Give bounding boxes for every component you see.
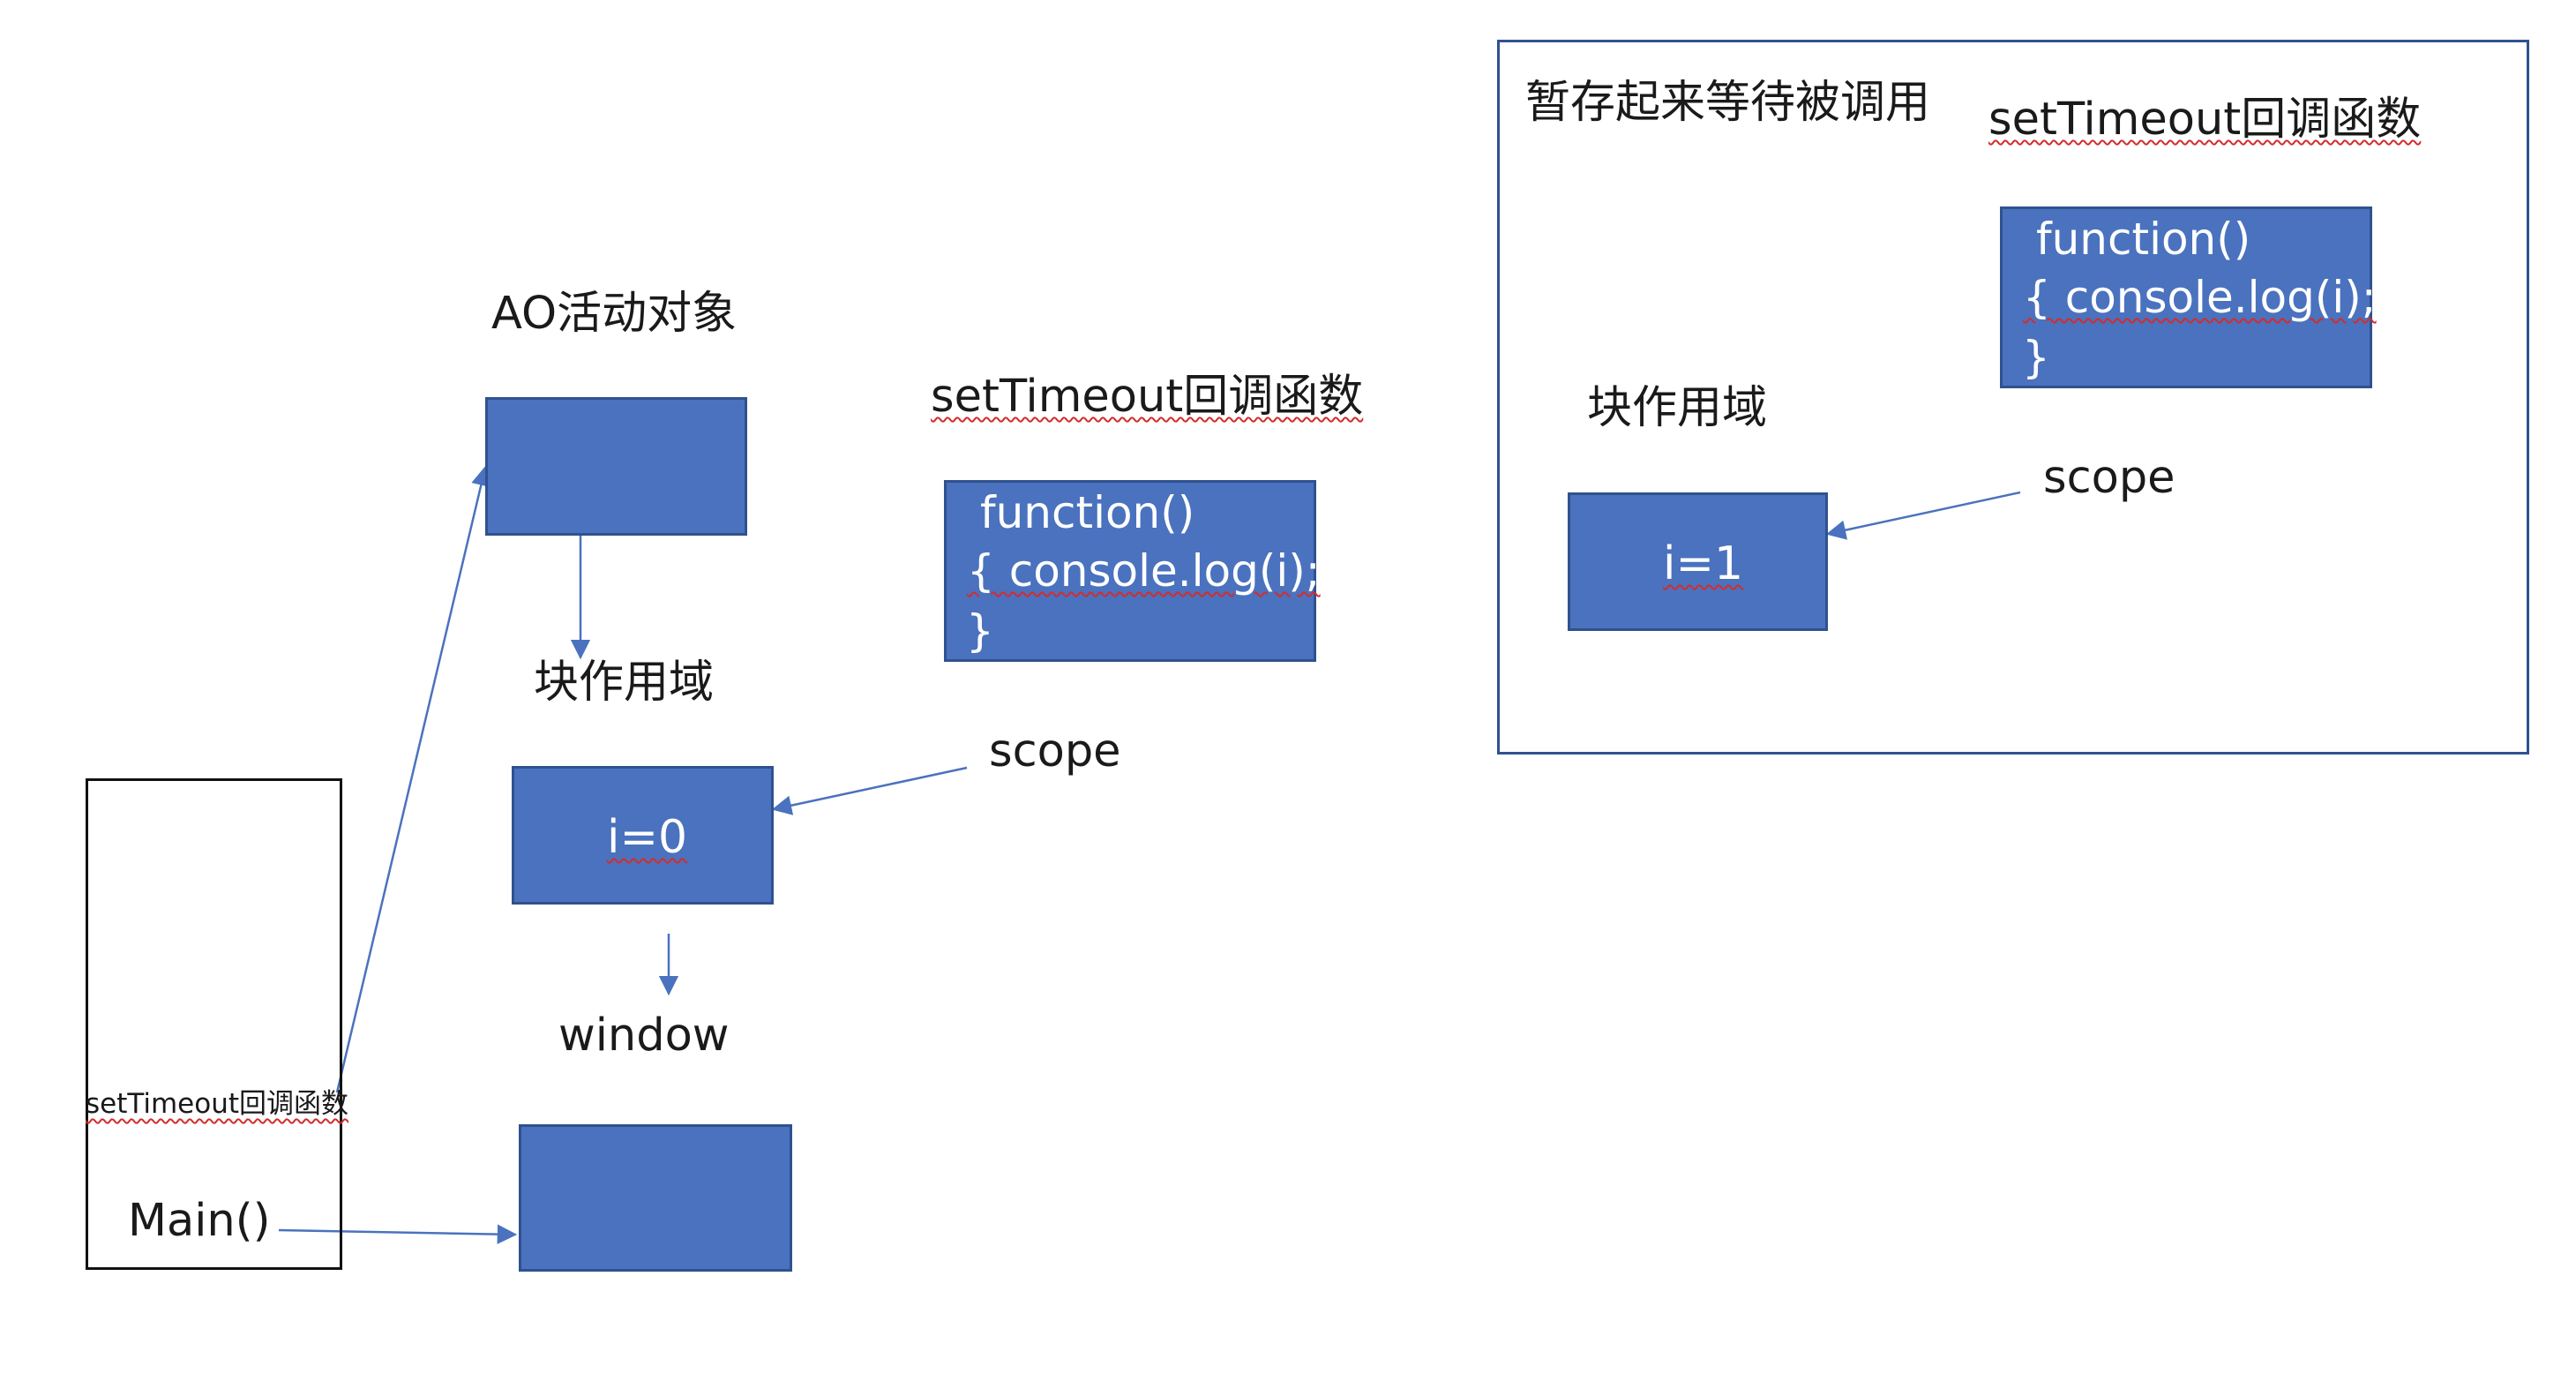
callback-line2: { console.log(i); (967, 549, 1321, 593)
callback-line2-text: { console.log(i); (967, 545, 1321, 597)
window-box (519, 1124, 792, 1272)
block-scope-var-text: i=0 (607, 811, 688, 864)
pending-scope-label: scope (2043, 452, 2175, 504)
block-scope-var: i=0 (607, 815, 687, 860)
ao-title: AO活动对象 (491, 288, 738, 340)
pending-callback-line2-text: { console.log(i); (2023, 272, 2377, 323)
pending-callback-line2: { console.log(i); (2023, 275, 2377, 319)
stack-callback-text: setTimeout回调函数 (86, 1088, 349, 1120)
pending-title: 暂存起来等待被调用 (1525, 77, 1931, 129)
pending-callback-title-text: setTimeout回调函数 (1988, 94, 2422, 146)
callback-scope-label: scope (989, 725, 1121, 777)
pending-block-scope-title: 块作用域 (1587, 382, 1768, 434)
pending-callback-title: setTimeout回调函数 (1988, 97, 2421, 142)
stack-callback-label: setTimeout回调函数 (86, 1091, 348, 1118)
pending-callback-box: function() { console.log(i); } (2000, 206, 2377, 388)
pending-callback-line3: } (2022, 332, 2050, 383)
ao-box (485, 397, 747, 536)
callback-title: setTimeout回调函数 (931, 374, 1363, 419)
stack-to-ao-arrow (335, 465, 491, 1093)
window-title: window (558, 1010, 730, 1062)
callback-box: function() { console.log(i); } (944, 480, 1321, 662)
pending-frame (1497, 40, 2529, 755)
callback-line3: } (966, 605, 994, 657)
scope-to-block-arrow (771, 766, 968, 815)
pending-block-scope-var-text: i=1 (1663, 537, 1744, 590)
callback-line1: function() (980, 487, 1195, 538)
block-scope-box: i=0 (512, 766, 774, 905)
stack-main-label: Main() (128, 1195, 271, 1247)
pending-callback-line1: function() (2036, 214, 2251, 265)
pending-block-scope-var: i=1 (1663, 541, 1743, 587)
pending-scope-to-block-arrow (1825, 491, 2021, 540)
block-scope-title: 块作用域 (534, 657, 715, 709)
callback-title-text: setTimeout回调函数 (931, 371, 1364, 423)
call-stack-frame (86, 778, 342, 1270)
pending-block-scope-box: i=1 (1568, 492, 1828, 631)
main-to-window-arrow (278, 1224, 518, 1244)
